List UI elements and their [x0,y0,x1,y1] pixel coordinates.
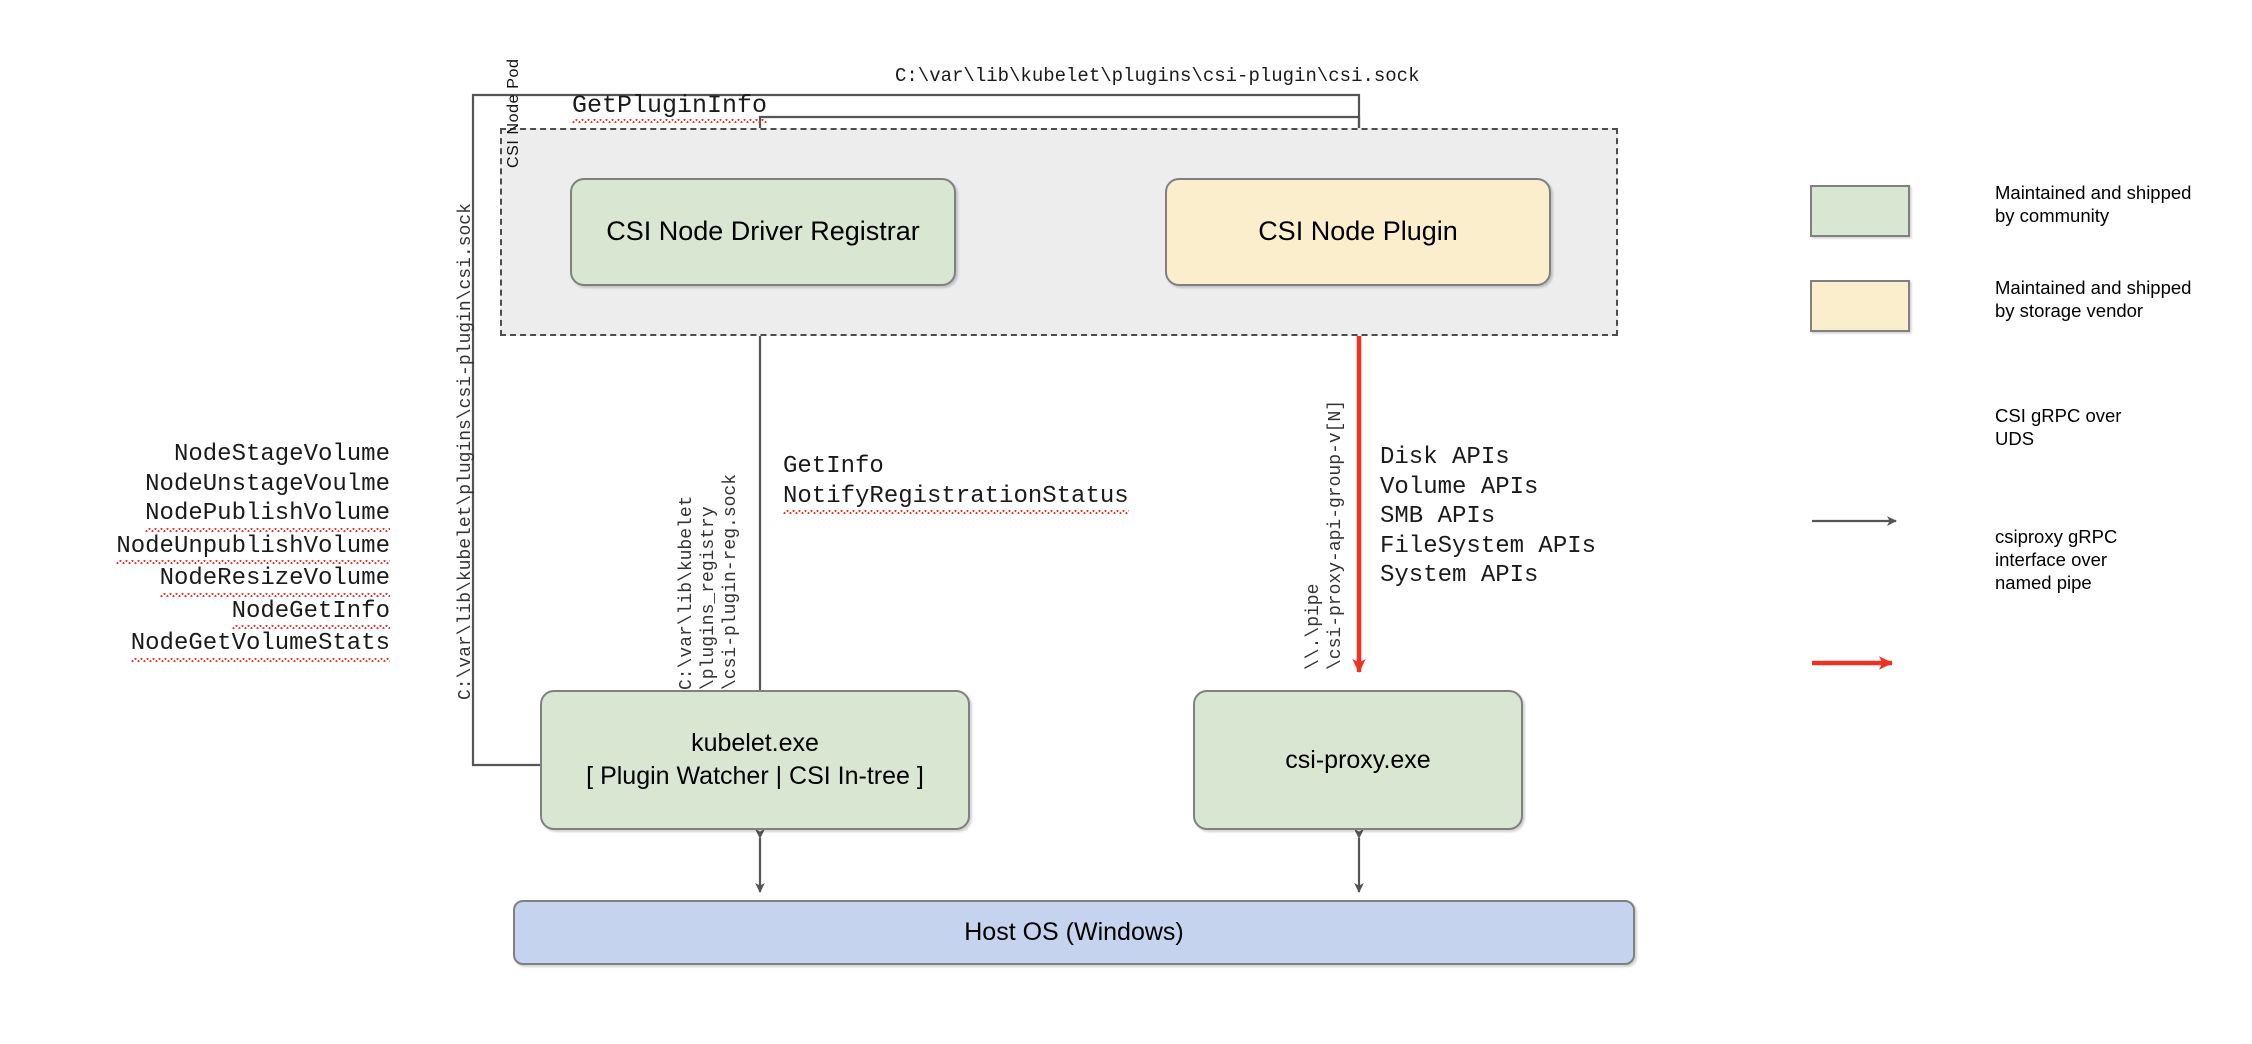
label-named-pipe-vertical: \\.\pipe \csi-proxy-api-group-v[N] [1304,399,1346,670]
node-csi-node-plugin-label: CSI Node Plugin [1258,216,1458,247]
csi-node-api-item: NodeUnstageVoulme [100,470,390,500]
node-host-os[interactable]: Host OS (Windows) [513,900,1635,965]
registration-call-label: NotifyRegistrationStatus [783,481,1129,515]
csi-node-api-item: NodeUnpublishVolume [100,531,390,565]
csi-node-api-item: NodePublishVolume [100,499,390,532]
node-csi-node-driver-registrar[interactable]: CSI Node Driver Registrar [570,178,956,286]
csi-node-api-item: NodeGetVolumeStats [100,629,390,662]
node-host-os-label: Host OS (Windows) [964,918,1184,946]
node-csi-node-plugin[interactable]: CSI Node Plugin [1165,178,1551,286]
csi-node-api-label: NodeUnstageVoulme [145,470,390,498]
csi-node-api-item: NodeStageVolume [100,440,390,470]
registration-call-item: GetInfo [783,452,1129,482]
node-csi-proxy-exe-label: csi-proxy.exe [1285,745,1431,774]
csi-proxy-api-item: System APIs [1380,562,1539,589]
csi-proxy-api-item: Volume APIs [1380,473,1539,501]
node-kubelet-exe[interactable]: kubelet.exe [ Plugin Watcher | CSI In-tr… [540,690,970,830]
csi-proxy-api-item: SMB APIs [1380,503,1496,530]
csi-node-api-label: NodeGetVolumeStats [130,629,390,662]
csi-node-api-item: NodeGetInfo [100,596,390,630]
label-get-plugin-info: GetPluginInfo [512,62,768,149]
legend-color-swatch [1810,185,1910,237]
csi-node-api-label: NodeResizeVolume [159,564,390,597]
node-kubelet-exe-subtitle: [ Plugin Watcher | CSI In-tree ] [586,762,924,790]
csi-node-api-label: NodePublishVolume [145,499,390,532]
node-csi-proxy-exe[interactable]: csi-proxy.exe [1193,690,1523,830]
csi-node-api-label: NodeStageVolume [173,441,390,468]
label-get-plugin-info-text: GetPluginInfo [572,91,768,123]
legend-color-swatch [1810,280,1910,332]
csi-node-api-item: NodeResizeVolume [100,564,390,597]
csi-node-api-label: NodeUnpublishVolume [116,531,390,565]
node-csi-node-driver-registrar-label: CSI Node Driver Registrar [606,216,920,247]
label-csi-sock-path-top: C:\var\lib\kubelet\plugins\csi-plugin\cs… [895,65,1420,87]
legend-arrow-spacer [1810,563,1910,587]
label-csi-sock-path-vertical: C:\var\lib\kubelet\plugins\csi-plugin\cs… [456,203,476,700]
csi-proxy-api-item: Disk APIs [1380,444,1510,471]
registration-call-item: NotifyRegistrationStatus [783,481,1129,515]
legend-arrow-spacer [1810,422,1910,446]
csi-node-api-label: NodeGetInfo [231,596,390,630]
registration-call-label: GetInfo [783,453,884,480]
csi-proxy-api-item: FileSystem APIs [1380,532,1597,560]
node-kubelet-exe-title: kubelet.exe [691,729,819,757]
label-plugins-registry-path-vertical: C:\var\lib\kubelet \plugins_registry \cs… [677,473,741,690]
